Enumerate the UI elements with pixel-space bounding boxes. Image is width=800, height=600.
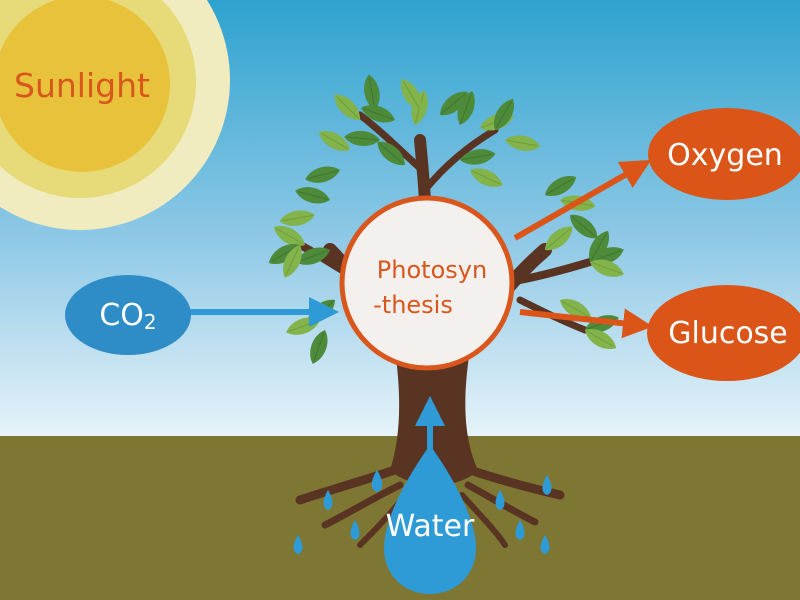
oxygen-node [648, 108, 800, 200]
water-drop [384, 445, 476, 594]
co2-node [65, 275, 191, 355]
glucose-arrow [519, 308, 653, 339]
water-label: Water [386, 509, 475, 544]
co2-label-subscript: 2 [144, 310, 157, 334]
sun [0, 0, 230, 230]
photosynthesis-label-line1: Photosyn [377, 256, 487, 284]
co2-label: CO2 [99, 298, 156, 334]
oxygen-label: Oxygen [667, 138, 783, 173]
oxygen-arrow [513, 160, 652, 241]
glucose-label: Glucose [668, 316, 788, 351]
water-droplets [293, 470, 552, 554]
photosynthesis-node [339, 195, 515, 371]
co2-label-main: CO [99, 298, 144, 333]
glucose-node [647, 285, 800, 381]
sunlight-label: Sunlight [14, 66, 150, 105]
photosynthesis-label-line2: -thesis [373, 291, 453, 319]
